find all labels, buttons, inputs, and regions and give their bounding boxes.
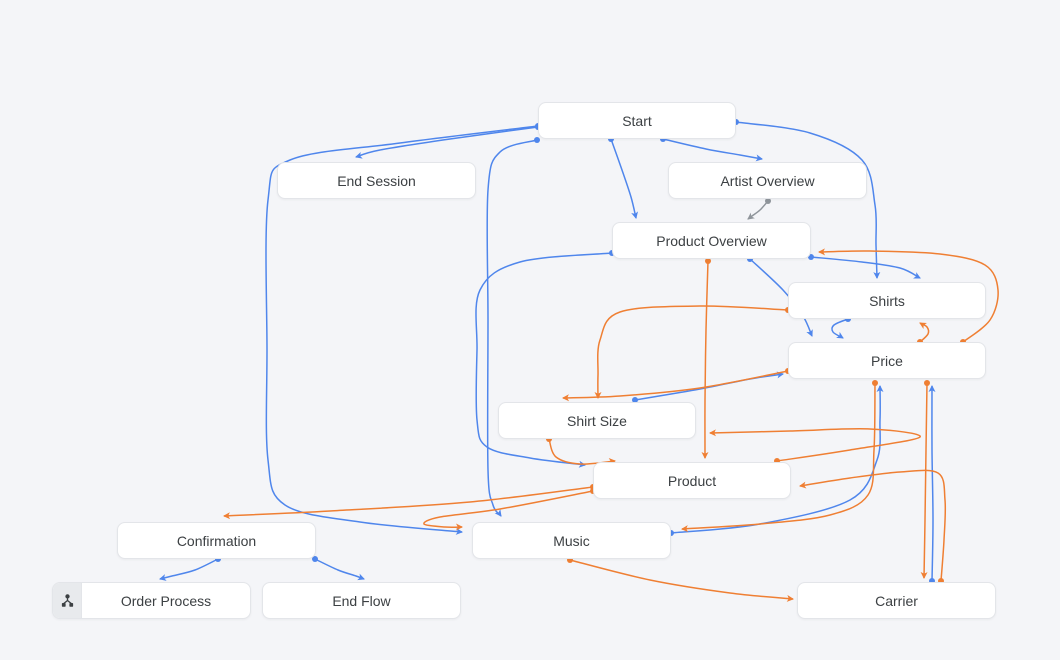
node-start[interactable]: Start <box>538 102 736 139</box>
node-label: Price <box>871 352 903 369</box>
edge-start-product-overview[interactable] <box>610 138 639 219</box>
node-label: Start <box>622 112 652 129</box>
edge-start-music[interactable] <box>486 139 538 517</box>
node-order-process[interactable]: Order Process <box>52 582 251 619</box>
node-carrier[interactable]: Carrier <box>797 582 996 619</box>
edge-music-carrier[interactable] <box>569 559 794 602</box>
edge-product-shirt-size[interactable] <box>709 428 921 462</box>
edge-carrier-product[interactable] <box>799 469 947 582</box>
node-label: Shirts <box>869 292 905 309</box>
edge-product-music[interactable] <box>423 490 594 531</box>
edge-product-confirmation[interactable] <box>223 486 594 520</box>
edge-price-carrier[interactable] <box>920 382 928 579</box>
edge-product-overview-product[interactable] <box>475 252 613 468</box>
edge-price-shirt-size[interactable] <box>562 370 789 402</box>
node-artist-overview[interactable]: Artist Overview <box>668 162 867 199</box>
edge-price-product-overview[interactable] <box>818 248 999 343</box>
edge-artist-overview-product-overview[interactable] <box>747 200 769 220</box>
node-price[interactable]: Price <box>788 342 986 379</box>
edge-confirmation-end-flow[interactable] <box>314 558 365 581</box>
node-end-session[interactable]: End Session <box>277 162 476 199</box>
edge-shirts-price[interactable] <box>831 318 849 339</box>
node-label: Order Process <box>120 592 212 609</box>
edge-price-shirts[interactable] <box>919 322 930 343</box>
edge-shirts-shirt-size[interactable] <box>594 305 789 399</box>
node-label: Confirmation <box>176 532 257 549</box>
node-label: Shirt Size <box>567 412 627 429</box>
node-product-overview[interactable]: Product Overview <box>612 222 811 259</box>
node-label: Music <box>553 532 590 549</box>
edge-shirt-size-product[interactable] <box>548 438 616 466</box>
node-music[interactable]: Music <box>472 522 671 559</box>
node-label: End Flow <box>332 592 391 609</box>
edge-product-overview-product[interactable] <box>701 260 709 459</box>
node-product[interactable]: Product <box>593 462 791 499</box>
node-label: Carrier <box>875 592 918 609</box>
node-label: End Session <box>337 172 416 189</box>
edge-product-overview-shirts[interactable] <box>810 256 921 279</box>
edge-start-artist-overview[interactable] <box>662 138 763 162</box>
node-icon-strip <box>53 583 82 618</box>
edge-music-price[interactable] <box>670 385 884 534</box>
edge-confirmation-order-process[interactable] <box>159 558 219 581</box>
sitemap-icon <box>61 594 73 607</box>
node-shirt-size[interactable]: Shirt Size <box>498 402 696 439</box>
node-label: Product Overview <box>656 232 767 249</box>
edge-start-end-session[interactable] <box>355 126 539 159</box>
node-label: Artist Overview <box>720 172 815 189</box>
edge-start-music[interactable] <box>265 125 539 535</box>
node-shirts[interactable]: Shirts <box>788 282 986 319</box>
node-label: Product <box>667 472 717 489</box>
edge-carrier-price[interactable] <box>928 385 936 582</box>
node-confirmation[interactable]: Confirmation <box>117 522 316 559</box>
edge-price-music[interactable] <box>681 382 876 533</box>
edge-start-shirts[interactable] <box>735 121 881 279</box>
node-end-flow[interactable]: End Flow <box>262 582 461 619</box>
